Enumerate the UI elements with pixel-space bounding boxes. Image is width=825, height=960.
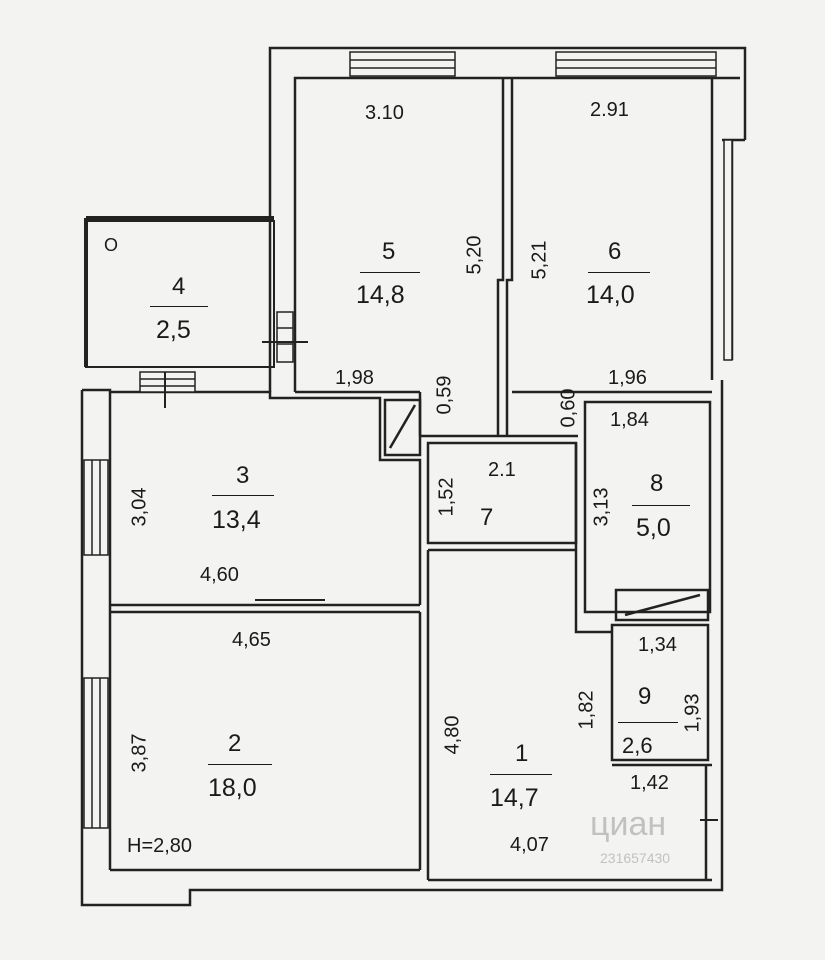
dim-room1-width: 4,07 — [510, 834, 549, 856]
room-8-area: 5,0 — [636, 514, 671, 542]
room-4-area: 2,5 — [156, 316, 191, 344]
dim-room5-height: 5,20 — [463, 235, 486, 275]
walls — [80, 46, 747, 907]
room-1-area: 14,7 — [490, 784, 539, 812]
dim-room8-height: 3,13 — [590, 487, 613, 527]
dim-room7-width: 2.1 — [488, 459, 516, 481]
dim-room3-height: 3,04 — [128, 487, 151, 527]
dim-room9-bottom: 1,42 — [630, 772, 669, 794]
dim-room6-height: 5,21 — [528, 240, 551, 280]
room-3-number: 3 — [236, 462, 250, 489]
dim-room3-width: 4,60 — [200, 564, 239, 586]
room-9-fraction-line — [618, 722, 678, 723]
room-2-area: 18,0 — [208, 774, 257, 802]
room-3-area: 13,4 — [212, 506, 261, 534]
room-5-number: 5 — [382, 238, 396, 265]
room-9-number: 9 — [638, 683, 652, 710]
dim-room6-width: 2.91 — [590, 99, 629, 121]
dim-door-5: 0,59 — [433, 375, 456, 415]
room-1-fraction-line — [490, 774, 552, 775]
watermark-logo: циан — [590, 805, 667, 843]
room-2-number: 2 — [228, 730, 242, 757]
room-5-fraction-line — [360, 272, 420, 273]
dim-room5-bottom: 1,98 — [335, 367, 374, 389]
dim-room1-height: 4,80 — [441, 715, 464, 755]
dim-door-6: 0,60 — [557, 388, 580, 428]
dim-room9-width: 1,34 — [638, 634, 677, 656]
room-6-area: 14,0 — [586, 281, 635, 309]
room-8-number: 8 — [650, 470, 664, 497]
dim-room2-width: 4,65 — [232, 629, 271, 651]
room-7-number: 7 — [480, 504, 494, 531]
dim-room5-width: 3.10 — [365, 102, 404, 124]
room-3-fraction-line — [212, 495, 274, 496]
room-1-number: 1 — [515, 740, 529, 767]
dim-room6-bottom: 1,96 — [608, 367, 647, 389]
room-6-fraction-line — [588, 272, 650, 273]
dim-room7-height: 1,52 — [435, 477, 458, 517]
room-8-fraction-line — [632, 505, 690, 506]
balcony-mark: O — [104, 235, 119, 255]
ceiling-height: H=2,80 — [127, 835, 193, 857]
room-6-number: 6 — [608, 238, 622, 265]
door-marks — [164, 341, 718, 821]
room-9-area: 2,6 — [622, 733, 653, 758]
dim-room9-height: 1,93 — [681, 693, 704, 733]
windows — [83, 51, 733, 829]
dim-room2-height: 3,87 — [128, 733, 151, 773]
room-4-number: 4 — [172, 273, 186, 300]
room-2-fraction-line — [208, 764, 272, 765]
dim-corridor-height: 1,82 — [575, 690, 598, 730]
room-4-fraction-line — [150, 306, 208, 307]
watermark-id: 231657430 — [600, 850, 671, 866]
room-5-area: 14,8 — [356, 281, 405, 309]
dim-room8-width: 1,84 — [610, 409, 649, 431]
